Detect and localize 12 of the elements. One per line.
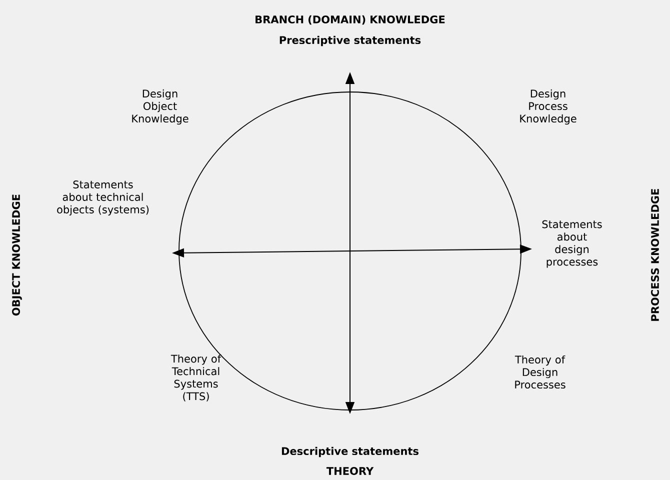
- quadrant-label: Theory of Technical Systems (TTS): [170, 354, 222, 402]
- axis-heading: THEORY: [326, 467, 374, 475]
- axis-end-label: Statements about design processes: [542, 220, 602, 268]
- axis-heading: OBJECT KNOWLEDGE: [12, 194, 22, 316]
- axis-subheading: Prescriptive statements: [280, 36, 421, 46]
- axis-end-label: Statements about technical objects (systems): [57, 180, 149, 216]
- quadrant-label: Design Object Knowledge: [132, 89, 188, 125]
- quadrant-label: Theory of Design Processes: [514, 355, 566, 389]
- quadrant-label: Design Process Knowledge: [520, 89, 576, 125]
- axis-heading: PROCESS KNOWLEDGE: [651, 189, 659, 321]
- axis-subheading: Descriptive statements: [282, 446, 418, 458]
- axis-heading: BRANCH (DOMAIN) KNOWLEDGE: [256, 15, 445, 25]
